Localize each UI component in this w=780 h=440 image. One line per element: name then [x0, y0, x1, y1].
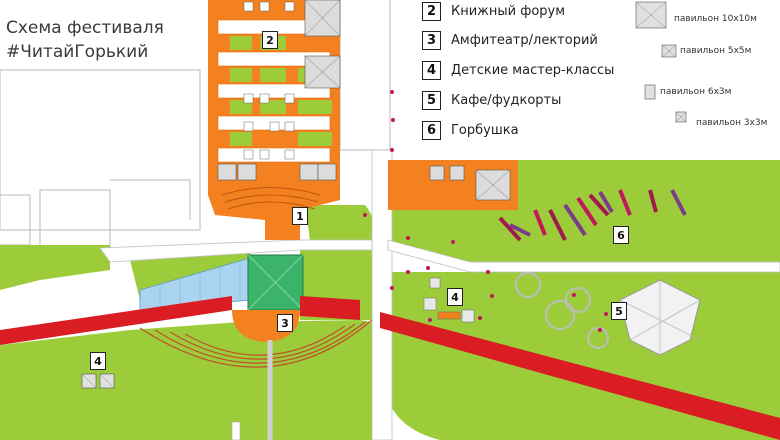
- zone-marker: 2: [262, 31, 278, 49]
- legend-number: 6: [422, 120, 441, 140]
- map-title: Схема фестиваля #ЧитайГорький: [6, 16, 164, 64]
- zone-marker: 4: [447, 288, 463, 306]
- legend-label: Кафе/фудкорты: [451, 92, 562, 108]
- amphitheatre-rows: [139, 319, 373, 368]
- zone-marker: 5: [611, 302, 627, 320]
- zone-marker: 6: [613, 226, 629, 244]
- legend-item: 3 Амфитеатр/лекторий: [422, 29, 598, 51]
- legend-item: 5 Кафе/фудкорты: [422, 89, 561, 111]
- title-line-2: #ЧитайГорький: [6, 42, 149, 62]
- legend-number: 2: [422, 1, 441, 21]
- kids-area-markings: [515, 272, 609, 349]
- legend-label: Книжный форум: [451, 3, 566, 19]
- legend-item: 2 Книжный форум: [422, 0, 565, 22]
- main-stage: [247, 254, 304, 311]
- legend-number: 3: [422, 30, 441, 50]
- legend-item: 6 Горбушка: [422, 119, 519, 141]
- pavilion-label: павильон 5х5м: [680, 46, 752, 56]
- food-court-tent: [619, 279, 701, 356]
- pavilion-group-icon: [81, 373, 115, 389]
- zone-marker: 4: [90, 352, 106, 370]
- legend-label: Горбушка: [451, 122, 519, 138]
- roads: [99, 149, 780, 440]
- legend-number: 4: [422, 60, 441, 80]
- pavilion-legend-icons: [635, 1, 687, 123]
- zone-marker: 1: [292, 207, 308, 225]
- zone-marker: 3: [277, 314, 293, 332]
- red-paths: [0, 296, 780, 440]
- visitor-dots: [363, 90, 608, 332]
- legend-label: Детские мастер-классы: [451, 62, 615, 78]
- legend-item: 4 Детские мастер-классы: [422, 59, 614, 81]
- pavilion-label: павильон 6х3м: [660, 87, 732, 97]
- title-line-1: Схема фестиваля: [6, 18, 164, 38]
- pavilion-icons: [217, 0, 511, 201]
- zone-legend: 2 Книжный форум 3 Амфитеатр/лекторий 4 Д…: [422, 0, 780, 150]
- legend-label: Амфитеатр/лекторий: [451, 32, 598, 48]
- pavilion-label: павильон 10х10м: [674, 14, 757, 24]
- legend-number: 5: [422, 90, 441, 110]
- pavilion-label: павильон 3х3м: [696, 118, 768, 128]
- gorbushka-stalls: [498, 189, 687, 242]
